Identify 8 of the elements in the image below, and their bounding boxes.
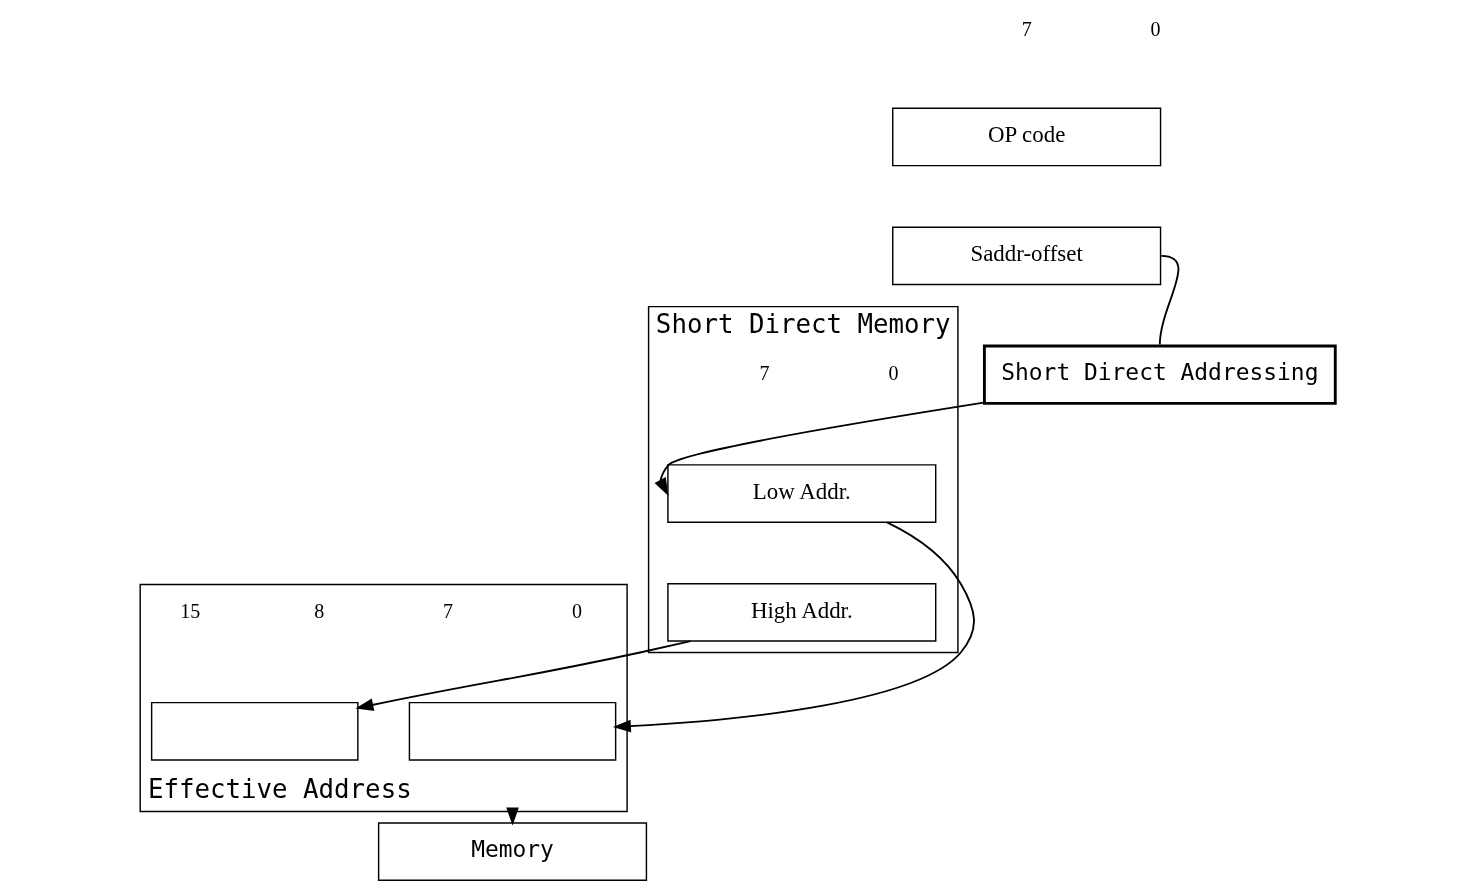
label: 15: [180, 599, 201, 622]
label: 7: [443, 599, 454, 622]
label: 7: [759, 361, 770, 384]
label: 7: [1021, 17, 1032, 40]
label: 0: [888, 361, 899, 384]
label: 0: [571, 599, 582, 622]
label: 0: [1150, 17, 1161, 40]
label: 8: [314, 599, 325, 622]
